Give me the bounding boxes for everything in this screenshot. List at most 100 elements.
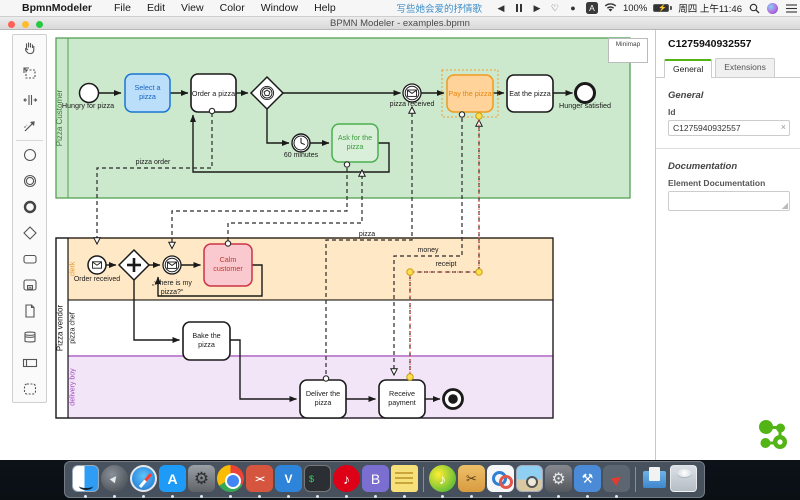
task-eat-the-pizza[interactable]: Eat the pizza <box>506 74 554 113</box>
clear-icon[interactable]: × <box>780 122 786 132</box>
create-participant[interactable] <box>13 350 46 376</box>
create-subprocess[interactable] <box>13 272 46 298</box>
minimize-window-button[interactable] <box>22 20 29 28</box>
message-flow-where-is-my-pizza[interactable] <box>172 168 348 249</box>
message-flow-money[interactable] <box>394 118 463 375</box>
zoom-window-button[interactable] <box>36 20 43 28</box>
lasso-tool[interactable] <box>13 61 46 87</box>
dock-safari[interactable] <box>129 465 158 498</box>
message-event-pizza-received[interactable]: pizza received <box>390 83 435 108</box>
waypoint-handle[interactable] <box>406 268 414 276</box>
dock-red-plane-app[interactable]: ▶ <box>602 465 631 498</box>
hand-tool[interactable] <box>13 35 46 61</box>
task-pay-the-pizza[interactable]: Pay the pizza <box>441 69 499 118</box>
dock-trash[interactable] <box>669 465 698 498</box>
end-event-hunger-satisfied[interactable]: Hunger satisfied <box>559 82 611 111</box>
dock-stickies[interactable] <box>390 465 419 498</box>
terminate-end-event[interactable] <box>442 388 464 410</box>
heart-icon[interactable]: ♡ <box>550 2 559 13</box>
create-gateway[interactable] <box>13 220 46 246</box>
dock-system-preferences[interactable]: ⚙ <box>187 465 216 498</box>
dock-finder[interactable] <box>71 465 100 498</box>
dock-xcode[interactable]: ⚒ <box>573 465 602 498</box>
create-intermediate-event[interactable] <box>13 168 46 194</box>
waypoint-handle[interactable] <box>406 373 414 381</box>
message-flow-pizza[interactable] <box>325 107 412 374</box>
dock-launchpad[interactable]: ▲ <box>100 465 129 498</box>
lane-pizza-chef[interactable] <box>67 299 554 357</box>
menu-color[interactable]: Color <box>219 2 245 14</box>
dock-utility-gear[interactable]: ⚙ <box>544 465 573 498</box>
timer-event-60-minutes[interactable]: 60 minutes <box>284 133 319 159</box>
dock-preview[interactable] <box>515 465 544 498</box>
dock-netease-music[interactable]: ♪ <box>332 465 361 498</box>
lane-clerk[interactable] <box>67 237 554 301</box>
sequence-flows-customer[interactable] <box>98 90 573 173</box>
create-start-event[interactable] <box>13 142 46 168</box>
dock-remote-desktop[interactable]: >< <box>245 465 274 498</box>
app-menu[interactable]: BpmnModeler <box>22 2 93 14</box>
pool-pizza-vendor[interactable]: Pizza vendor clerk pizza chef delivery b… <box>55 237 554 419</box>
diagram-canvas[interactable]: Pizza Customer <box>0 30 655 460</box>
menu-clock[interactable]: 周四 上午11:46 <box>678 4 742 15</box>
dock-vscode[interactable]: V <box>274 465 303 498</box>
wifi-icon[interactable] <box>604 2 618 15</box>
notification-center-icon[interactable] <box>784 2 798 15</box>
music-app-icon[interactable]: ● <box>570 3 576 13</box>
create-data-object[interactable] <box>13 298 46 324</box>
dock-qq-music[interactable]: ♪ <box>428 465 457 498</box>
label-order-received: Order received <box>74 276 120 283</box>
siri-icon[interactable] <box>767 2 778 14</box>
create-task[interactable] <box>13 246 46 272</box>
bpmn-diagram[interactable]: Pizza Customer <box>0 30 655 460</box>
media-previous-icon[interactable]: ◀ <box>497 2 505 13</box>
create-group[interactable] <box>13 376 46 402</box>
dock-app-store[interactable]: A <box>158 465 187 498</box>
input-method-icon[interactable]: A <box>585 2 598 14</box>
tab-extensions[interactable]: Extensions <box>715 58 775 77</box>
waypoint-handle[interactable] <box>475 112 483 120</box>
selected-connection-receipt[interactable] <box>406 112 483 381</box>
dock-chrome[interactable] <box>216 465 245 498</box>
parallel-gateway[interactable] <box>117 248 151 282</box>
close-window-button[interactable] <box>8 20 15 28</box>
element-documentation-textarea[interactable] <box>668 191 790 211</box>
space-tool[interactable] <box>13 87 46 113</box>
dock-terminal[interactable]: $ <box>303 465 332 498</box>
dock-bpmn-modeler-app[interactable] <box>486 465 515 498</box>
menu-help[interactable]: Help <box>314 2 336 14</box>
id-input[interactable] <box>668 120 790 136</box>
tab-general[interactable]: General <box>664 59 713 78</box>
media-next-icon[interactable]: ▶ <box>533 2 541 13</box>
sequence-flows-vendor[interactable] <box>106 262 441 402</box>
media-pause-icon[interactable] <box>512 2 526 15</box>
menu-edit[interactable]: Edit <box>146 2 166 14</box>
menu-file[interactable]: File <box>114 2 131 14</box>
message-start-event-order-received[interactable]: Order received <box>74 255 120 283</box>
dock-downloads-folder[interactable] <box>640 465 669 498</box>
window-title-bar[interactable]: BPMN Modeler - examples.bpmn <box>0 17 800 30</box>
create-end-event[interactable] <box>13 194 46 220</box>
menu-window[interactable]: Window <box>260 2 299 14</box>
waypoint-handle[interactable] <box>475 268 483 276</box>
task-order-a-pizza[interactable]: Order a pizza <box>190 73 237 113</box>
message-flow-pizza-order[interactable] <box>97 113 213 244</box>
spotlight-search-icon[interactable] <box>747 2 761 15</box>
start-event-hungry-for-pizza[interactable]: Hungry for pizza <box>62 82 114 111</box>
menu-view[interactable]: View <box>181 2 204 14</box>
event-based-gateway[interactable] <box>249 75 285 111</box>
dock-bbedit[interactable]: B <box>361 465 390 498</box>
minimap-toggle[interactable]: Minimap <box>608 38 648 63</box>
global-connect-tool[interactable] <box>13 113 46 139</box>
create-data-store[interactable] <box>13 324 46 350</box>
dock-unarchiver[interactable]: ✂ <box>457 465 486 498</box>
message-flow-calm-reply[interactable] <box>227 170 362 241</box>
pool-pizza-customer[interactable]: Pizza Customer <box>55 37 631 199</box>
